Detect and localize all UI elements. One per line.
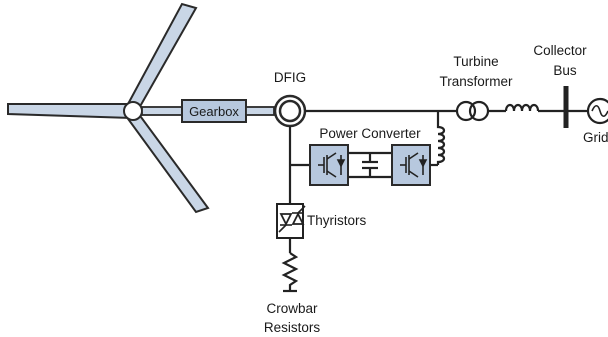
dfig-label: DFIG	[274, 70, 306, 85]
blade-left	[7, 103, 131, 120]
thyristors-label: Thyristors	[307, 213, 367, 228]
grid-label: Grid	[583, 130, 608, 145]
crowbar-label: Crowbar	[266, 301, 318, 316]
thyristor-crowbar: Thyristors	[276, 198, 367, 253]
power-converter: Power Converter	[309, 111, 446, 186]
grid-source: Grid	[583, 97, 608, 145]
wind-turbine-rotor	[7, 2, 210, 214]
grid-filter-inductor	[436, 111, 446, 165]
resistors-label: Resistors	[264, 320, 321, 335]
crowbar-resistor: Crowbar Resistors	[264, 252, 321, 335]
line-inductor	[504, 103, 540, 112]
thyristor-right-icon	[291, 211, 305, 225]
shaft-high-speed	[245, 106, 275, 116]
blade-lower	[124, 111, 210, 214]
blade-upper	[126, 2, 198, 112]
resistor-icon	[281, 252, 299, 291]
gearbox: Gearbox	[181, 99, 247, 123]
turbine-transformer: Turbine Transformer	[439, 54, 513, 122]
thyristor-left-icon	[279, 213, 293, 227]
power-converter-label: Power Converter	[319, 126, 421, 141]
igbt-symbol-left	[318, 152, 346, 178]
shaft-low-speed	[141, 106, 183, 116]
turbine-label: Turbine	[453, 54, 498, 69]
rotor-hub	[123, 101, 143, 121]
collector-label: Collector	[533, 43, 587, 58]
transformer-label: Transformer	[439, 74, 513, 89]
bus-label: Bus	[553, 63, 577, 78]
gearbox-label: Gearbox	[189, 104, 239, 119]
dfig-generator: DFIG	[273, 70, 307, 128]
igbt-symbol-right	[400, 152, 428, 178]
collector-bus: Collector Bus	[533, 43, 587, 128]
